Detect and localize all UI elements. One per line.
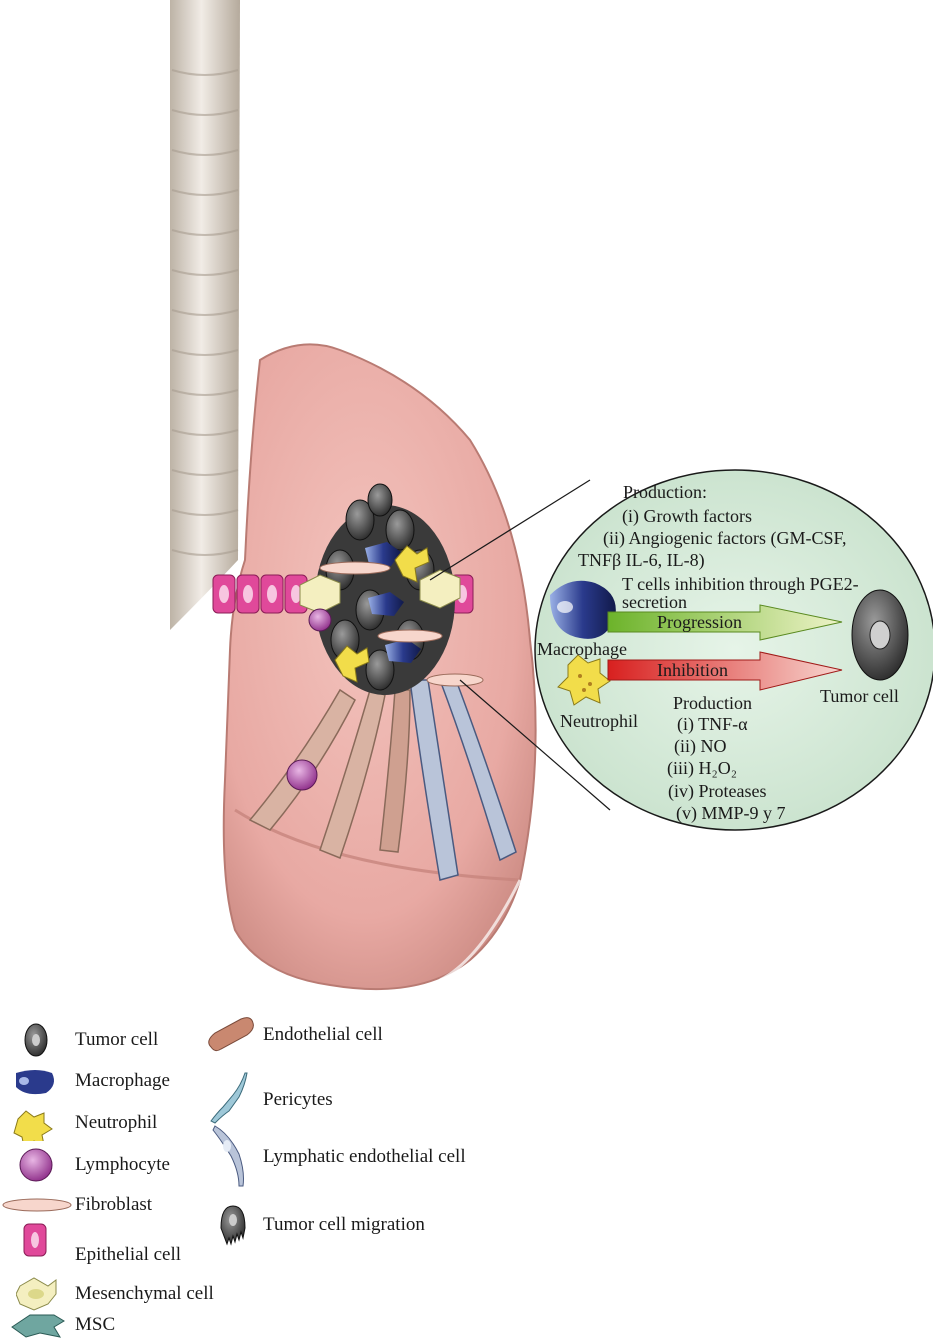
endothelial-cell-icon <box>205 1017 261 1053</box>
legend-label: MSC <box>75 1310 115 1340</box>
neutrophil-icon <box>12 1105 68 1141</box>
neutrophil-label: Neutrophil <box>560 711 638 731</box>
production-item-2: (ii) Angiogenic factors (GM-CSF, <box>603 528 847 549</box>
production-item-3: TNFβ IL-6, IL-8) <box>578 550 705 571</box>
macrophage-label: Macrophage <box>537 639 627 659</box>
production-title: Production: <box>623 482 707 502</box>
tumor-cell-icon <box>22 1022 78 1058</box>
production2-item-2: (ii) NO <box>674 736 727 757</box>
epithelial-cell-icon <box>22 1222 78 1258</box>
production2-item-3: (iii) H₂O₂ <box>667 758 737 779</box>
production2-item-1: (i) TNF-α <box>677 714 748 735</box>
legend-label: Lymphocyte <box>75 1150 170 1180</box>
tcell-line-1: T cells inhibition through PGE2- <box>622 574 859 594</box>
tumor-cell-label: Tumor cell <box>820 686 899 706</box>
tcell-line-2: secretion <box>622 592 687 612</box>
production2-title: Production <box>673 693 752 713</box>
macrophage-icon <box>12 1063 68 1099</box>
lymphocyte-icon <box>18 1147 74 1183</box>
inhibition-label: Inhibition <box>657 660 728 680</box>
lymphocyte-in-lung <box>287 760 317 790</box>
legend-label: Macrophage <box>75 1066 170 1096</box>
trachea <box>170 0 240 630</box>
msc-icon <box>10 1307 66 1343</box>
legend-label: Tumor cell <box>75 1025 158 1055</box>
lymphatic-endothelial-cell-icon <box>205 1124 261 1188</box>
production2-item-4: (iv) Proteases <box>668 781 766 802</box>
production2-item-5: (v) MMP-9 y 7 <box>676 803 786 824</box>
legend-label: Pericytes <box>263 1085 333 1115</box>
progression-label: Progression <box>657 612 742 632</box>
fibroblast-icon <box>2 1187 72 1223</box>
legend-label: Lymphatic endothelial cell <box>263 1142 466 1172</box>
legend-label: Endothelial cell <box>263 1020 383 1050</box>
legend-label: Epithelial cell <box>75 1240 181 1270</box>
legend-label: Mesenchymal cell <box>75 1279 214 1309</box>
tumor-cell-icon-bubble <box>852 590 908 680</box>
legend-label: Neutrophil <box>75 1108 157 1138</box>
legend-label: Fibroblast <box>75 1190 152 1220</box>
pericyte-icon <box>205 1071 261 1127</box>
production-item-1: (i) Growth factors <box>622 506 752 527</box>
legend-label: Tumor cell migration <box>263 1210 425 1240</box>
